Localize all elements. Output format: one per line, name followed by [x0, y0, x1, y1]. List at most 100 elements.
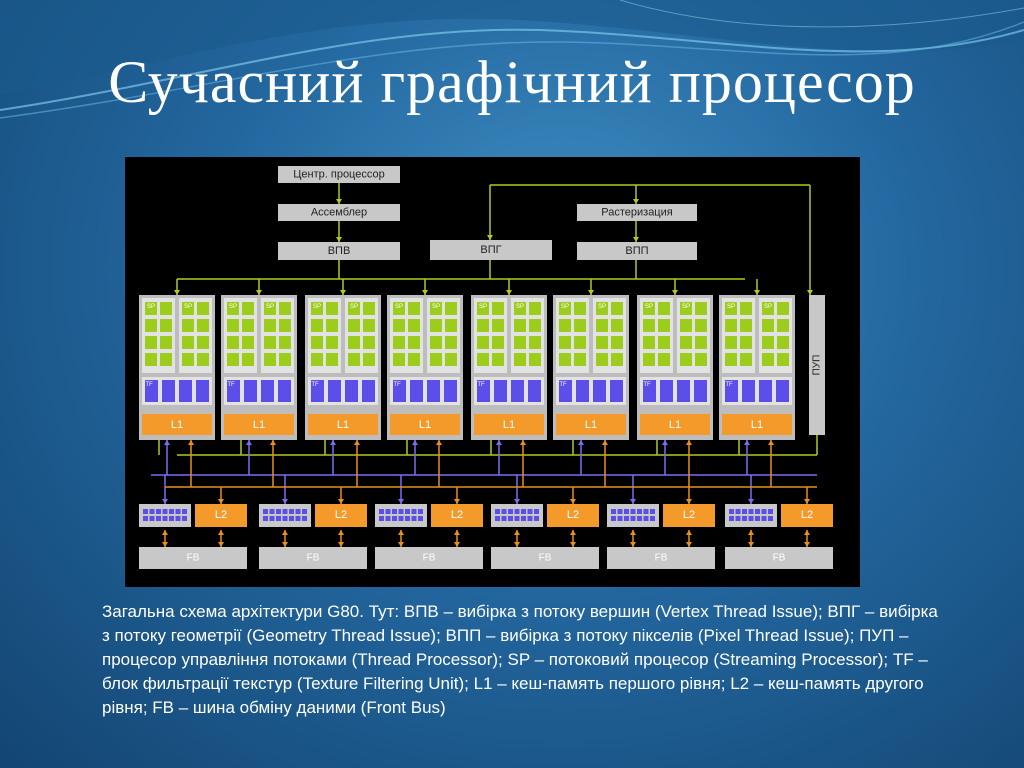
- rop-unit: [289, 509, 294, 514]
- sp-unit: [145, 319, 157, 332]
- arrow-head-icon: [686, 530, 692, 535]
- fb-label: FB: [187, 553, 200, 564]
- tf-unit: [345, 380, 358, 402]
- sp-label: SP: [147, 304, 155, 310]
- sp-unit: [242, 336, 254, 349]
- rop-unit: [748, 509, 754, 514]
- tf-unit: [145, 380, 158, 402]
- sp-unit: [740, 319, 752, 332]
- fb-bus: [259, 547, 367, 569]
- tf-unit: [362, 380, 375, 402]
- sp-unit: [777, 336, 789, 349]
- rop-block: [139, 504, 191, 527]
- rop-unit: [263, 516, 268, 521]
- arrow-head-icon: [630, 542, 636, 547]
- rop-unit: [521, 516, 526, 521]
- l2-cache: [195, 504, 247, 527]
- rop-unit: [149, 509, 155, 514]
- sp-unit: [492, 302, 504, 315]
- sp-unit: [393, 353, 405, 366]
- sp-unit: [658, 353, 670, 366]
- sp-unit: [160, 319, 172, 332]
- rop-block: [607, 504, 659, 527]
- arrow-head-icon: [807, 290, 813, 295]
- sp-unit: [574, 302, 586, 315]
- rop-block: [259, 504, 311, 527]
- rop-unit: [276, 509, 281, 514]
- rop-unit: [617, 516, 623, 521]
- tf-label: TF: [643, 382, 651, 388]
- fb-label: FB: [655, 553, 668, 564]
- rop-unit: [289, 516, 294, 521]
- tf-unit: [311, 380, 324, 402]
- sp-unit: [725, 353, 737, 366]
- tf-label: TF: [477, 382, 485, 388]
- sp-unit: [430, 319, 442, 332]
- tf-unit: [576, 380, 589, 402]
- sp-unit: [762, 302, 774, 315]
- sp-unit: [182, 336, 194, 349]
- arrow-head-icon: [768, 440, 774, 445]
- sp-unit: [445, 336, 457, 349]
- rop-unit: [398, 509, 404, 514]
- rop-unit: [182, 509, 187, 514]
- sp-unit: [596, 353, 608, 366]
- tf-label: TF: [725, 382, 733, 388]
- sp-unit: [393, 302, 405, 315]
- sp-unit: [445, 319, 457, 332]
- arrow-head-icon: [454, 499, 460, 504]
- sp-unit: [326, 319, 338, 332]
- rop-unit: [169, 509, 174, 514]
- sp-unit: [197, 353, 209, 366]
- arrow-head-icon: [412, 440, 418, 445]
- tf-unit: [278, 380, 291, 402]
- sp-unit: [611, 353, 623, 366]
- sp-unit: [408, 336, 420, 349]
- arrow-head-icon: [514, 530, 520, 535]
- sp-label: SP: [395, 304, 403, 310]
- rop-unit: [501, 516, 507, 521]
- sp-unit: [145, 353, 157, 366]
- sp-unit: [348, 336, 360, 349]
- sp-unit: [777, 353, 789, 366]
- sp-unit: [227, 319, 239, 332]
- arrow-head-icon: [398, 542, 404, 547]
- l1-cache: [556, 414, 626, 435]
- sp-unit: [264, 319, 276, 332]
- arrow-head-icon: [748, 499, 754, 504]
- sp-unit: [559, 319, 571, 332]
- sp-label: SP: [516, 304, 524, 310]
- arrow-head-icon: [672, 290, 678, 295]
- l1-label: L1: [253, 419, 265, 431]
- sp-unit: [529, 302, 541, 315]
- sp-unit: [695, 302, 707, 315]
- sp-unit: [326, 336, 338, 349]
- rop-unit: [495, 516, 500, 521]
- arrow-head-icon: [744, 440, 750, 445]
- sp-unit: [227, 302, 239, 315]
- rop-unit: [182, 516, 187, 521]
- sp-unit: [264, 353, 276, 366]
- rop-unit: [735, 516, 741, 521]
- rop-unit: [624, 509, 629, 514]
- rasterizer-box: [577, 204, 697, 221]
- arrow-head-icon: [218, 542, 224, 547]
- l1-label: L1: [171, 419, 183, 431]
- rop-unit: [755, 516, 760, 521]
- arrow-head-icon: [270, 440, 276, 445]
- sp-unit: [574, 336, 586, 349]
- sp-label: SP: [764, 304, 772, 310]
- rop-unit: [495, 509, 500, 514]
- rop-unit: [630, 509, 636, 514]
- tf-unit: [444, 380, 457, 402]
- tf-unit: [725, 380, 738, 402]
- arrow-head-icon: [164, 440, 170, 445]
- arrow-head-icon: [686, 499, 692, 504]
- sp-unit: [740, 336, 752, 349]
- rop-unit: [149, 516, 155, 521]
- sp-unit: [197, 302, 209, 315]
- arrow-head-icon: [436, 440, 442, 445]
- tf-unit: [643, 380, 656, 402]
- arrow-head-icon: [162, 499, 168, 504]
